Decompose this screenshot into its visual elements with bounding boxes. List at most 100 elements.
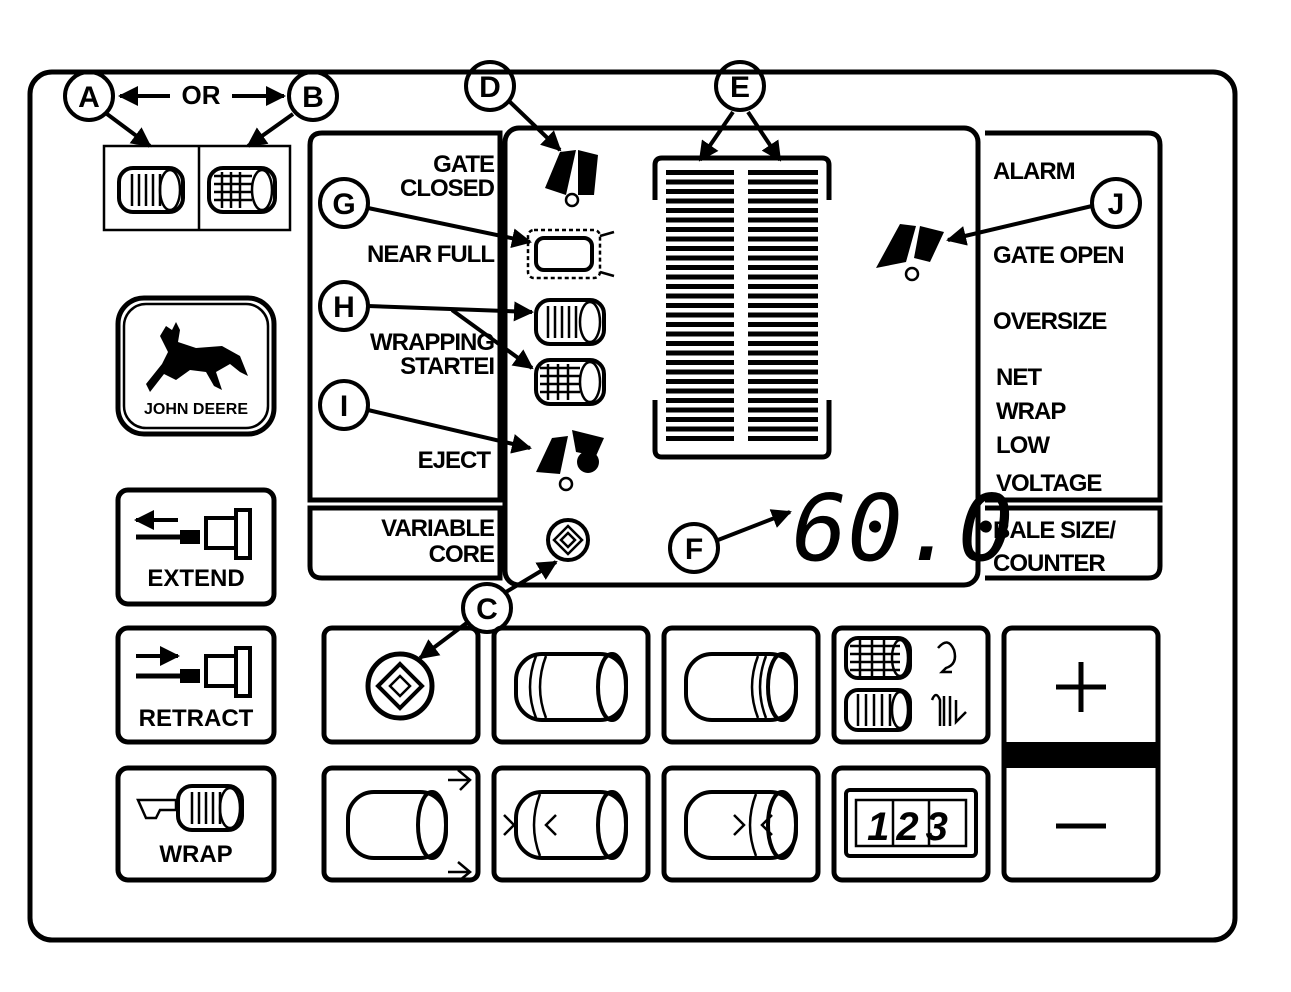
bargraph-right-segment xyxy=(748,265,818,270)
bale-left-side-icon xyxy=(514,652,628,722)
minus-button[interactable] xyxy=(1006,770,1156,878)
bargraph-left-segment xyxy=(666,198,734,204)
plus-button[interactable] xyxy=(1006,630,1156,740)
bargraph-left-segment xyxy=(666,284,734,289)
label-alarm: ALARM xyxy=(993,158,1075,185)
net-twine-select-icon xyxy=(844,636,967,732)
bargraph-left-column xyxy=(666,170,734,441)
label-low: LOW xyxy=(996,432,1050,459)
bale-diameter-decrease-button[interactable] xyxy=(491,625,651,745)
bargraph-right-segment xyxy=(748,417,818,422)
label-wrapping-started-line2: STARTEI xyxy=(400,353,494,380)
svg-text:J: J xyxy=(1108,188,1125,221)
bale-counter-button[interactable]: 123 xyxy=(831,765,991,883)
bale-size-bargraph xyxy=(652,155,832,460)
net-roll-icon xyxy=(207,166,277,214)
console-frame xyxy=(27,69,1238,943)
retract-button-label: RETRACT xyxy=(139,705,254,732)
counter-display-icon: 123 xyxy=(844,788,978,858)
label-eject: EJECT xyxy=(418,447,492,474)
bale-diameter-increase-button[interactable] xyxy=(661,625,821,745)
bargraph-right-segment xyxy=(748,341,818,346)
svg-text:F: F xyxy=(685,533,703,566)
callout-c-arrow-lcd xyxy=(504,560,558,594)
bale-right-side-icon xyxy=(684,652,798,722)
callout-g-arrow xyxy=(367,206,532,249)
retract-cylinder-icon xyxy=(136,646,252,698)
bargraph-left-segment xyxy=(666,417,734,422)
svg-text:H: H xyxy=(333,291,355,324)
variable-core-icon xyxy=(546,518,590,562)
near-full-icon xyxy=(526,228,615,280)
bargraph-right-segment xyxy=(748,331,818,337)
counter-icon-digits: 123 xyxy=(867,805,955,849)
label-wrapping-started-line1: WRAPPING xyxy=(370,329,494,356)
bargraph-right-segment xyxy=(748,388,818,394)
john-deere-logo: JOHN DEERE xyxy=(115,295,277,437)
bargraph-right-segment xyxy=(748,255,818,261)
bale-shape-right-button[interactable] xyxy=(661,765,821,883)
callout-or-text: OR xyxy=(182,80,221,110)
bargraph-right-segment xyxy=(748,246,818,251)
label-gate-closed-line1: GATE xyxy=(433,151,495,178)
bale-oversize-icon xyxy=(346,769,472,881)
bargraph-right-column xyxy=(748,170,818,441)
label-counter: COUNTER xyxy=(993,550,1105,577)
bargraph-left-segment xyxy=(666,331,734,337)
extend-button-label: EXTEND xyxy=(147,565,244,592)
plus-minus-keypad xyxy=(1001,625,1161,883)
bargraph-right-segment xyxy=(748,179,818,185)
bargraph-right-segment xyxy=(748,407,818,413)
callout-a: A xyxy=(63,70,115,122)
bargraph-right-segment xyxy=(748,322,818,327)
oversize-limit-button[interactable] xyxy=(321,765,481,883)
callout-j: J xyxy=(1090,177,1142,229)
extend-button[interactable]: EXTEND xyxy=(115,487,277,607)
bargraph-left-segment xyxy=(666,246,734,251)
bargraph-right-segment xyxy=(748,379,818,384)
bargraph-left-segment xyxy=(666,379,734,384)
bale-size-readout: 60.0 xyxy=(792,475,1014,582)
wrapping-started-icon-twine xyxy=(534,358,606,406)
bargraph-left-segment xyxy=(666,312,734,318)
callout-i: I xyxy=(318,379,370,431)
bargraph-right-segment xyxy=(748,303,818,308)
callout-j-arrow xyxy=(946,204,1093,246)
variable-core-button[interactable] xyxy=(321,625,481,745)
logo-brand-text: JOHN DEERE xyxy=(144,401,248,418)
bargraph-right-segment xyxy=(748,227,818,232)
bargraph-right-segment xyxy=(748,274,818,280)
bargraph-right-segment xyxy=(748,436,818,441)
bale-shape-left-button[interactable] xyxy=(491,765,651,883)
bargraph-right-segment xyxy=(748,398,818,403)
bargraph-left-segment xyxy=(666,189,734,194)
retract-button[interactable]: RETRACT xyxy=(115,625,277,745)
callout-a-arrow xyxy=(105,112,152,148)
label-variable-core-line2: CORE xyxy=(429,541,495,568)
bargraph-right-segment xyxy=(748,170,818,175)
bargraph-left-segment xyxy=(666,227,734,232)
label-bale-size: BALE SIZE/ xyxy=(993,517,1116,544)
bargraph-left-segment xyxy=(666,341,734,346)
right-lower-label-panel xyxy=(985,505,1163,581)
bargraph-right-segment xyxy=(748,198,818,204)
svg-text:E: E xyxy=(730,71,750,104)
eject-icon xyxy=(536,430,604,492)
twine-net-select-button[interactable] xyxy=(831,625,991,745)
bargraph-right-segment xyxy=(748,208,818,213)
callout-f: F xyxy=(668,522,720,574)
bargraph-right-segment xyxy=(748,350,818,356)
bale-shape-left-icon xyxy=(503,790,628,860)
bargraph-left-segment xyxy=(666,322,734,327)
bargraph-left-segment xyxy=(666,217,734,223)
wrap-button[interactable]: WRAP xyxy=(115,765,277,883)
wrap-type-indicator xyxy=(102,144,292,232)
extend-cylinder-icon xyxy=(134,508,252,560)
twine-roll-icon xyxy=(117,166,185,214)
bargraph-left-segment xyxy=(666,303,734,308)
bargraph-left-segment xyxy=(666,208,734,213)
label-variable-core-line1: VARIABLE xyxy=(381,515,495,542)
bargraph-right-segment xyxy=(748,293,818,299)
bargraph-left-segment xyxy=(666,350,734,356)
